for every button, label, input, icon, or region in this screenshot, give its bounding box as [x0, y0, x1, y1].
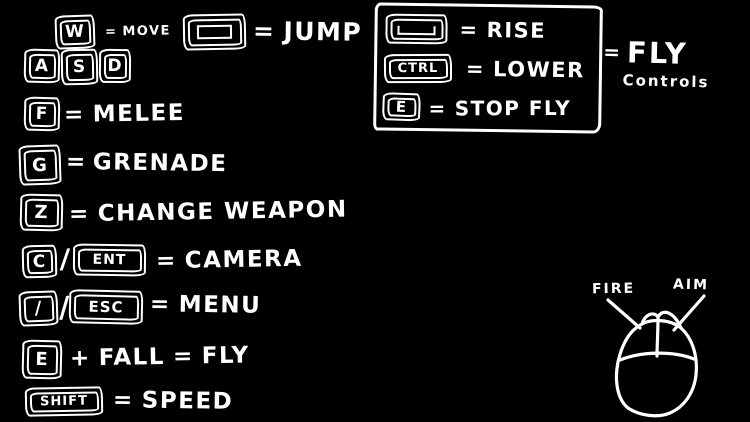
key-s-label: S — [72, 56, 87, 78]
fire-pointer-line — [606, 298, 642, 330]
melee-binding-label: =MELEE — [63, 99, 186, 129]
equals-sign: = — [149, 291, 171, 318]
equals-sign: = — [65, 148, 87, 176]
plus-sign: + — [69, 345, 92, 372]
rise-binding-label: =RISE — [459, 17, 547, 43]
c-key: C — [21, 244, 58, 279]
mouse-left-button — [640, 312, 660, 326]
grenade-binding-label: =GRENADE — [65, 148, 228, 178]
aim-label: AIM — [672, 276, 710, 294]
jump-binding-label: =JUMP — [252, 16, 363, 47]
mouse-icon — [606, 294, 706, 418]
spacebar-glyph-icon — [397, 25, 436, 36]
fly-subtitle-text: Controls — [622, 71, 710, 92]
slash-key-label: / — [34, 297, 43, 320]
speed-binding-label: =SPEED — [112, 387, 234, 415]
mouse-body-divider — [618, 351, 696, 362]
camera-binding-label: =CAMERA — [155, 245, 303, 275]
equals-sign: = — [172, 343, 194, 370]
fly-binding-label: +FALL=FLY — [69, 342, 250, 372]
f-key-label: F — [35, 103, 49, 125]
mouse-diagram: FIRE AIM — [588, 276, 748, 422]
equals-sign: = — [602, 39, 621, 65]
move-binding-label: =MOVE — [104, 23, 172, 40]
slash-key: / — [18, 290, 59, 327]
menu-binding-label: =MENU — [149, 291, 262, 319]
ctrl-key-label: CTRL — [397, 60, 439, 77]
equals-sign: = — [68, 201, 91, 228]
g-key: G — [18, 144, 62, 186]
spacebar-key — [182, 13, 247, 51]
f-key: F — [23, 96, 61, 132]
key-w-label: W — [64, 21, 86, 43]
equals-sign: = — [112, 387, 134, 414]
key-a: A — [23, 48, 61, 84]
g-key-label: G — [31, 154, 49, 176]
shift-key: SHIFT — [24, 386, 104, 417]
z-key: Z — [19, 193, 64, 232]
z-key-label: Z — [34, 201, 49, 224]
spacebar-glyph-icon — [196, 24, 233, 40]
key-a-label: A — [34, 55, 50, 77]
e-key-label: E — [395, 97, 408, 117]
c-key-label: C — [32, 251, 47, 272]
fly-controls-title: = FLY Controls — [602, 35, 710, 92]
stop-fly-binding-label: =STOP FLY — [428, 95, 572, 121]
equals-sign: = — [252, 16, 276, 46]
slash-separator: / — [59, 243, 71, 276]
mouse-button-divider — [655, 315, 660, 358]
key-d-label: D — [107, 55, 123, 77]
shift-key-label: SHIFT — [39, 393, 89, 410]
e-key-label: E — [35, 348, 49, 371]
equals-sign: = — [465, 56, 486, 81]
equals-sign: = — [428, 96, 447, 121]
fly-title-text: FLY — [626, 35, 689, 71]
lower-binding-label: =LOWER — [465, 56, 585, 83]
key-s: S — [60, 48, 99, 86]
key-w: W — [54, 14, 96, 50]
key-d: D — [98, 48, 132, 84]
change-weapon-binding-label: =CHANGE WEAPON — [68, 196, 348, 228]
mouse-right-button — [656, 310, 683, 330]
equals-sign: = — [459, 17, 479, 42]
e-key: E — [21, 339, 63, 380]
equals-sign: = — [155, 247, 178, 275]
enter-key: ENT — [72, 243, 147, 277]
esc-key-label: ESC — [88, 297, 124, 317]
esc-key: ESC — [68, 289, 144, 325]
enter-key-label: ENT — [92, 251, 127, 269]
e-key: E — [381, 92, 421, 122]
spacebar-key — [385, 13, 448, 45]
equals-sign: = — [63, 101, 86, 129]
equals-sign: = — [104, 24, 118, 40]
ctrl-key: CTRL — [383, 53, 453, 84]
fly-controls-panel: =RISE CTRL =LOWER E =STOP FLY — [373, 2, 603, 134]
